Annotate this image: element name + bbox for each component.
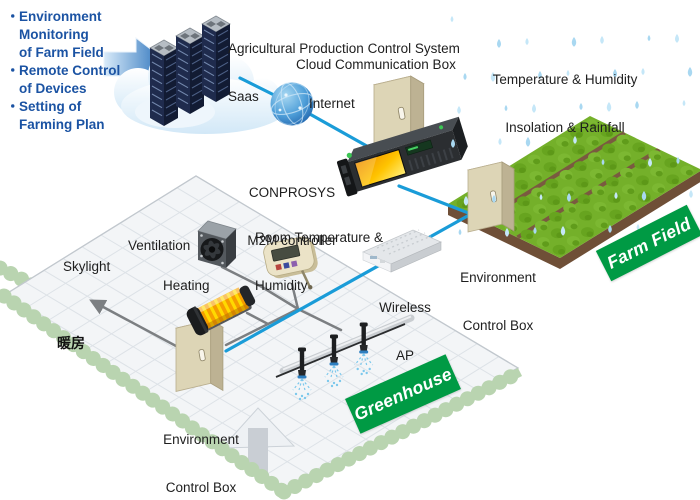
- field-sensors-label: Temperature & Humidity Insolation & Rain…: [470, 40, 660, 168]
- bullet-icon: ・: [6, 9, 20, 24]
- skylight-label: Skylight: [63, 259, 111, 274]
- wireless-label-line2: AP: [395, 348, 414, 363]
- list-item: ・ Setting of Farming Plan: [6, 98, 142, 134]
- cloud-box-label: Cloud Communication Box: [296, 57, 456, 72]
- room-sensor-icon: [263, 236, 318, 290]
- room-label-line1: Room Temperature &: [255, 230, 384, 245]
- benefit-text: Remote Control of Devices: [19, 63, 121, 96]
- bullet-icon: ・: [6, 63, 20, 78]
- sprinkler-pipe-icon: [275, 314, 415, 401]
- saas-title-line2: Saas: [228, 89, 259, 104]
- gh-env-box-line1: Environment: [163, 432, 239, 447]
- room-sensor-label: Room Temperature & Humidity: [255, 198, 383, 326]
- field-env-box-line2: Control Box: [462, 318, 534, 333]
- benefit-text: Environment Monitoring of Farm Field: [19, 9, 104, 60]
- sensors-line1: Temperature & Humidity: [492, 72, 638, 87]
- list-item: ・ Remote Control of Devices: [6, 62, 142, 98]
- farm-field-banner: Farm Field: [595, 204, 700, 282]
- list-item: ・ Environment Monitoring of Farm Field: [6, 8, 142, 62]
- heating-label: Heating: [163, 278, 210, 293]
- greenhouse-banner-text: Greenhouse: [350, 363, 455, 425]
- skylight-arrow: [89, 299, 178, 348]
- wireless-ap-icon: [361, 229, 443, 273]
- sprinklers: [292, 322, 374, 401]
- saas-title: Agricultural Production Control System S…: [228, 9, 460, 137]
- heater-icon: [186, 285, 256, 336]
- gh-env-box-line2: Control Box: [165, 480, 237, 495]
- greenhouse-hedge: [0, 288, 528, 500]
- bullet-icon: ・: [6, 99, 20, 114]
- farm-field-banner-text: Farm Field: [603, 212, 695, 273]
- internet-globe-icon: [270, 82, 314, 126]
- heating-jp-label: 暖房: [57, 335, 85, 351]
- m2m-label-line1: CONPROSYS: [248, 185, 336, 200]
- m2m-controller-icon: [336, 116, 468, 197]
- room-label-line2: Humidity: [255, 278, 308, 293]
- field-env-box-line1: Environment: [460, 270, 536, 285]
- sensors-line2: Insolation & Rainfall: [505, 120, 625, 135]
- ventilation-label: Ventilation: [128, 238, 191, 253]
- wireless-label-line1: Wireless: [379, 300, 431, 315]
- wireless-ap-label: Wireless AP: [371, 268, 439, 396]
- saas-title-line1: Agricultural Production Control System: [228, 41, 460, 56]
- benefit-text: Setting of Farming Plan: [19, 99, 105, 132]
- m2m-label: CONPROSYS M2M controller: [232, 153, 352, 281]
- internet-label: Internet: [309, 96, 355, 111]
- benefits-list: ・ Environment Monitoring of Farm Field ・…: [6, 8, 142, 134]
- ventilation-fan-icon: [197, 220, 237, 268]
- field-env-box-label: Environment Control Box: [452, 238, 544, 366]
- greenhouse-env-box-label: Environment Control Box: [154, 400, 248, 500]
- crop-rows: [456, 119, 694, 255]
- m2m-label-line2: M2M controller: [247, 233, 337, 248]
